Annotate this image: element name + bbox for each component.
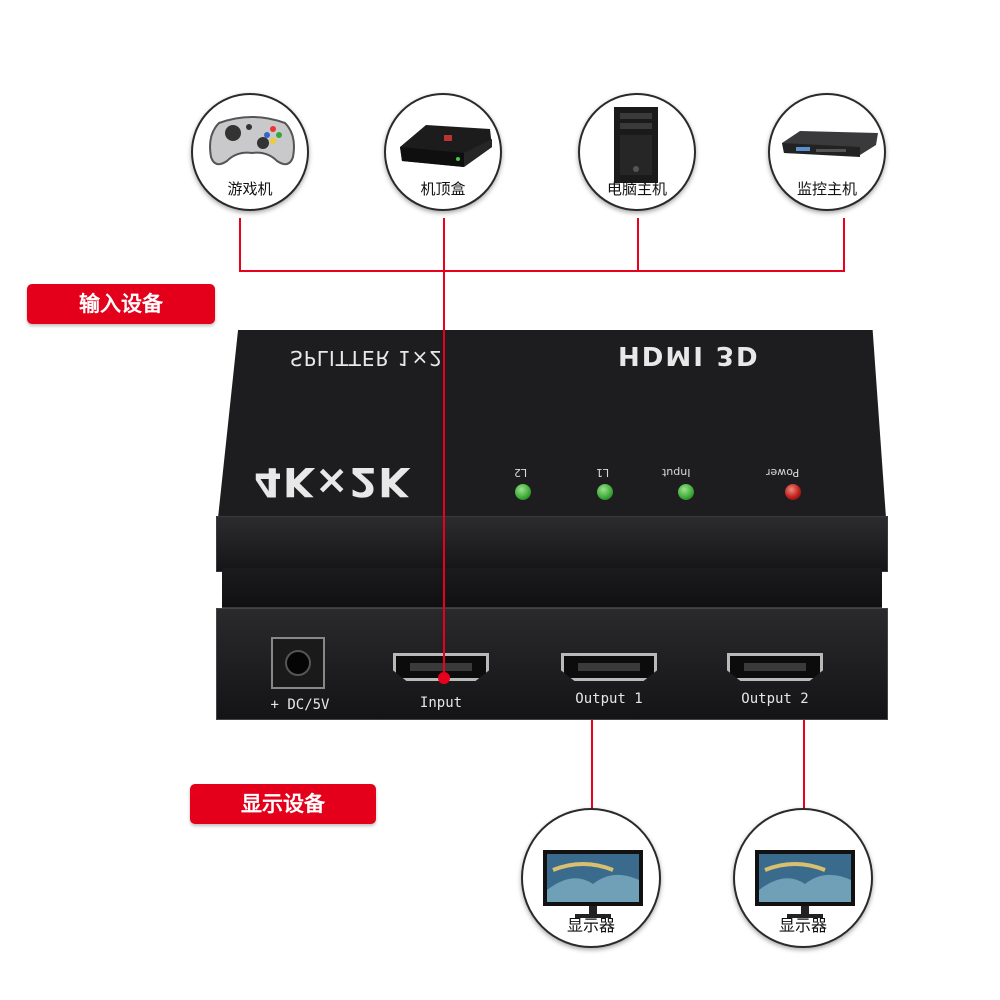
- dvr-recorder-icon: [782, 131, 878, 157]
- connector-line-output1: [591, 712, 593, 812]
- led-l1: [597, 484, 613, 500]
- display-devices-tag: 显示设备: [190, 784, 376, 824]
- splitter-side-rim: [216, 516, 888, 572]
- connector-line-pc: [637, 218, 639, 272]
- led-power: [785, 484, 801, 500]
- device-label-monitor-1: 显示器: [566, 916, 615, 935]
- led-label-power: Power: [766, 466, 800, 479]
- hdmi-output1-port: [561, 653, 657, 681]
- output2-port-label: Output 2: [741, 691, 809, 707]
- output-device-monitor-2: 显示器: [733, 808, 873, 948]
- dc-port-label: + DC/5V: [270, 697, 330, 713]
- splitter-front-panel: + DC/5V Input Output 1 Output 2: [216, 608, 888, 720]
- device-label-monitor-2: 显示器: [778, 916, 827, 935]
- resolution-text: 4K×2K: [254, 458, 411, 504]
- device-label-game: 游戏机: [227, 180, 273, 198]
- input-bus-line: [239, 270, 845, 272]
- connector-line-stb: [443, 218, 445, 678]
- device-label-pc: 电脑主机: [606, 180, 667, 198]
- monitor-icon: [543, 850, 643, 918]
- connector-line-dvr: [843, 218, 845, 272]
- game-controller-icon: [209, 116, 295, 166]
- splitter-top-panel: HDMI 3D SPLITTER 1×2 4K×2K L2 L1 Input P…: [218, 330, 886, 518]
- led-l2: [515, 484, 531, 500]
- monitor-icon: [755, 850, 855, 918]
- input-device-dvr: 监控主机: [768, 93, 886, 211]
- led-label-l1: L1: [596, 466, 610, 479]
- connector-line-output2: [803, 712, 805, 812]
- input-device-set-top-box: 机顶盒: [384, 93, 502, 211]
- set-top-box-icon: [400, 125, 492, 167]
- input-connection-dot: [438, 672, 450, 684]
- brand-text: HDMI 3D: [618, 340, 760, 370]
- output-device-monitor-1: 显示器: [521, 808, 661, 948]
- hdmi-output2-port: [727, 653, 823, 681]
- input-device-game-console: 游戏机: [191, 93, 309, 211]
- splitter-lower-shell: [222, 568, 882, 608]
- computer-tower-icon: [614, 107, 658, 183]
- input-devices-tag: 输入设备: [27, 284, 215, 324]
- input-port-label: Input: [419, 695, 463, 711]
- led-input: [678, 484, 694, 500]
- device-label-stb: 机顶盒: [420, 180, 466, 198]
- connector-line-game: [239, 218, 241, 272]
- output1-port-label: Output 1: [575, 691, 643, 707]
- input-device-pc: 电脑主机: [578, 93, 696, 211]
- model-text: SPLITTER 1×2: [290, 346, 443, 370]
- led-label-l2: L2: [514, 466, 528, 479]
- dc-power-jack: [271, 637, 325, 689]
- led-label-input: Input: [662, 466, 691, 479]
- device-label-dvr: 监控主机: [796, 180, 857, 198]
